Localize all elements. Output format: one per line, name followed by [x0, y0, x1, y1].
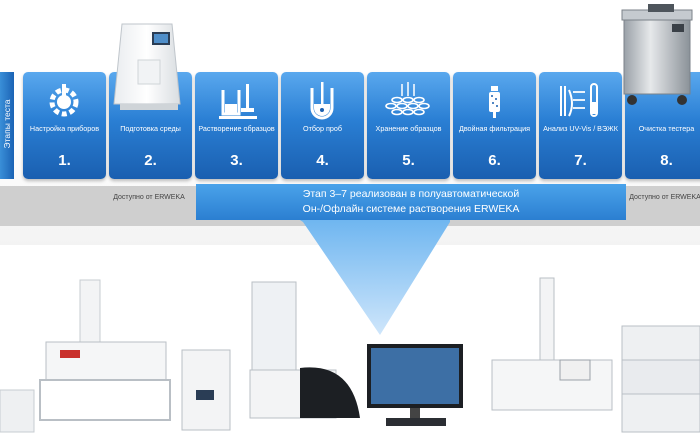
stage-number: 5. — [402, 152, 415, 169]
stage-tile-3: Растворение образцов 3. — [195, 72, 278, 179]
dissolution-icon — [219, 84, 257, 119]
stage-number: 7. — [574, 152, 587, 169]
stage-label: Анализ UV-Vis / ВЭЖК — [543, 124, 618, 133]
test-stages-side-tab — [0, 72, 14, 179]
stage-label: Очистка тестера — [638, 124, 695, 133]
banner-line-1: Этап 3–7 реализован в полуавтоматической — [302, 188, 520, 200]
stage-label: Подготовка среды — [120, 124, 181, 133]
stage-number: 4. — [316, 152, 329, 169]
sample-storage-icon — [385, 82, 430, 116]
filtration-icon — [489, 86, 500, 118]
stage-number: 3. — [230, 152, 243, 169]
stage-label: Настройка приборов — [29, 124, 100, 133]
equipment-lineup-image — [0, 277, 700, 433]
stage-number: 8. — [660, 152, 673, 169]
banner-line-2: Он-/Офлайн системе растворения ERWEKA — [302, 203, 520, 215]
semi-automatic-system-banner: Этап 3–7 реализован в полуавтоматической… — [196, 184, 626, 220]
gear-flask-icon — [49, 84, 79, 117]
stage-number: 1. — [58, 152, 71, 169]
available-from-erweka-left: Доступно от ERWEKA — [113, 194, 185, 201]
stage-tile-5: Хранение образцов 5. — [367, 72, 450, 179]
stage-tile-1: Настройка приборов 1. — [23, 72, 106, 179]
stage-tile-7: Анализ UV-Vis / ВЭЖК 7. — [539, 72, 622, 179]
stage-tile-4: Отбор проб 4. — [281, 72, 364, 179]
stage-label: Хранение образцов — [375, 124, 442, 133]
stage-label: Двойная фильтрация — [458, 124, 531, 133]
stage-label: Отбор проб — [303, 124, 342, 133]
stage-number: 6. — [488, 152, 501, 169]
analysis-icon — [560, 83, 598, 117]
available-from-erweka-right: Доступно от ERWEKA — [629, 194, 700, 201]
stage-label: Растворение образцов — [198, 124, 275, 133]
stage-number: 2. — [144, 152, 157, 169]
media-prep-device-image — [113, 23, 181, 110]
sampling-icon — [310, 82, 334, 120]
cleaning-device-image — [621, 4, 693, 105]
stage-tile-6: Двойная фильтрация 6. — [453, 72, 536, 179]
